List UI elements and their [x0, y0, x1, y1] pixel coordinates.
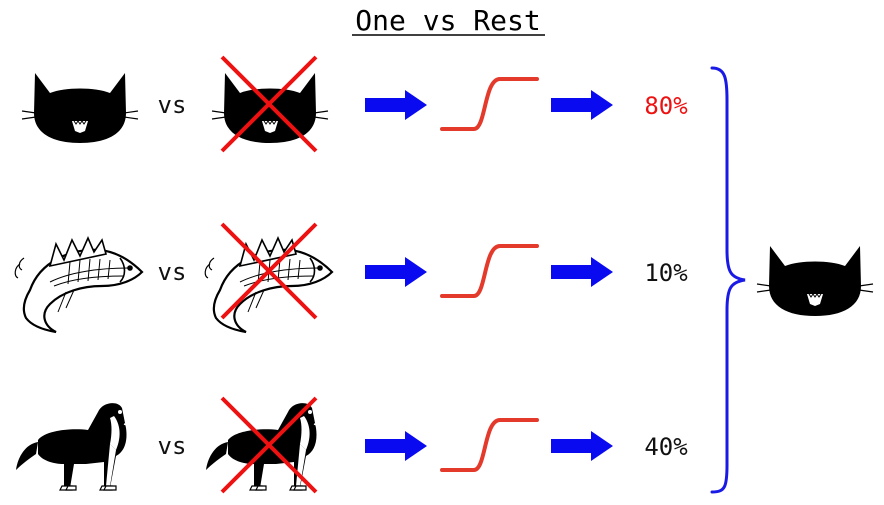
cross-out-icon	[220, 396, 318, 494]
probability-output: 40%	[644, 433, 688, 461]
right-arrow-icon	[551, 257, 613, 287]
diagram-title: One vs Rest	[355, 4, 540, 37]
dog-icon	[15, 402, 131, 491]
vs-label: vs	[158, 258, 187, 286]
sigmoid-curve-icon	[440, 244, 539, 298]
right-arrow-icon	[551, 431, 613, 461]
vs-label: vs	[158, 91, 187, 119]
right-arrow-icon	[551, 90, 613, 120]
cat-icon	[756, 245, 874, 317]
sigmoid-curve-icon	[440, 418, 539, 472]
sigmoid-curve-icon	[440, 77, 539, 131]
diagram-title-group: One vs Rest	[352, 4, 545, 37]
probability-output: 80%	[644, 92, 688, 120]
cross-out-icon	[220, 222, 318, 320]
right-arrow-icon	[365, 257, 427, 287]
right-arrow-icon	[365, 90, 427, 120]
classifier-row-fish: vs 10%	[14, 222, 688, 334]
cat-icon-rest	[211, 72, 329, 144]
vs-label: vs	[158, 432, 187, 460]
probability-output: 10%	[644, 259, 688, 287]
result-prediction-cat-icon	[756, 245, 874, 317]
cat-icon	[21, 72, 139, 144]
classifier-rows: vs 80% vs 10% vs 40%	[14, 55, 688, 494]
right-curly-brace	[710, 66, 746, 494]
cross-out-icon	[220, 55, 318, 153]
classifier-row-cat: vs 80%	[21, 55, 688, 153]
right-arrow-icon	[365, 431, 427, 461]
fish-icon	[14, 236, 144, 334]
classifier-row-dog: vs 40%	[15, 396, 688, 494]
